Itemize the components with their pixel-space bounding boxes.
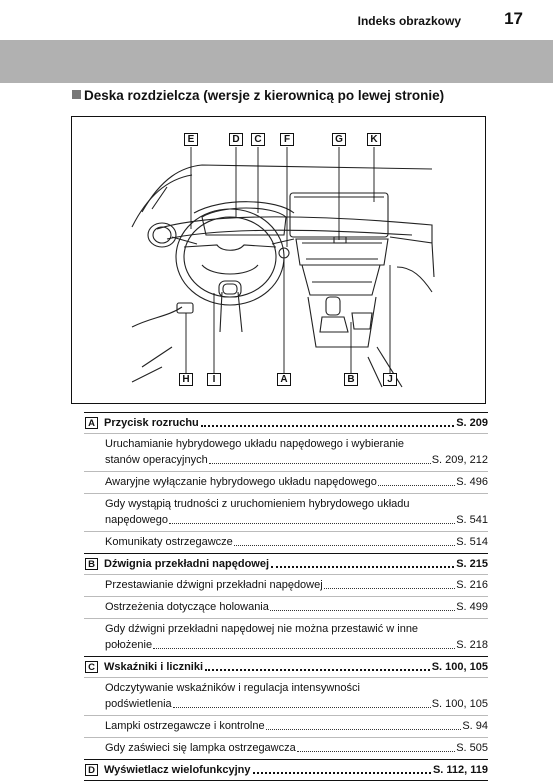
- sub-entry: Gdy wystąpią trudności z uruchomieniem h…: [84, 493, 488, 531]
- entry-page: S. 100, 105: [431, 661, 488, 673]
- entry-key: A: [85, 417, 98, 429]
- index-entries: A Przycisk rozruchu S. 209 Uruchamianie …: [84, 412, 488, 781]
- sub-entry: Odczytywanie wskaźników i regulacja inte…: [84, 677, 488, 715]
- callout-label-b: B: [344, 373, 358, 386]
- entry-page: S. 112, 119: [432, 764, 488, 776]
- sub-entry: Gdy dźwigni przekładni napędowej nie moż…: [84, 618, 488, 656]
- entry-page: S. 209: [456, 417, 488, 429]
- header-section-title: Indeks obrazkowy: [357, 14, 461, 28]
- section-heading-text: Deska rozdzielcza (wersje z kierownicą p…: [84, 88, 445, 103]
- dashboard-illustration: E D C F G K H I A B J: [71, 116, 486, 404]
- sub-entry: Przestawianie dźwigni przekładni napędow…: [84, 574, 488, 596]
- entry-title: Dźwignia przekładni napędowej: [104, 558, 270, 570]
- entry-title: Wyświetlacz wielofunkcyjny: [104, 764, 251, 776]
- entry-key: D: [85, 764, 98, 776]
- section-heading: Deska rozdzielcza (wersje z kierownicą p…: [72, 88, 444, 103]
- entry-key: B: [85, 558, 98, 570]
- entry-c: C Wskaźniki i liczniki S. 100, 105: [84, 656, 488, 677]
- callout-label-f: F: [280, 133, 294, 146]
- callout-label-k: K: [367, 133, 381, 146]
- callout-label-d: D: [229, 133, 243, 146]
- callout-label-i: I: [207, 373, 221, 386]
- entry-key: C: [85, 661, 98, 673]
- heading-square-icon: [72, 90, 81, 99]
- callout-label-h: H: [179, 373, 193, 386]
- callout-label-j: J: [383, 373, 397, 386]
- sub-entry: Uruchamianie hybrydowego układu napędowe…: [84, 433, 488, 471]
- entry-b: B Dźwignia przekładni napędowej S. 215: [84, 553, 488, 574]
- callout-label-c: C: [251, 133, 265, 146]
- entry-a: A Przycisk rozruchu S. 209: [84, 412, 488, 433]
- callout-label-g: G: [332, 133, 346, 146]
- entry-page: S. 215: [456, 558, 488, 570]
- callout-label-e: E: [184, 133, 198, 146]
- entry-title: Wskaźniki i liczniki: [104, 661, 204, 673]
- entry-title: Przycisk rozruchu: [104, 417, 199, 429]
- dashboard-drawing: [131, 147, 435, 388]
- callout-label-a: A: [277, 373, 291, 386]
- page-number: 17: [504, 9, 523, 28]
- sub-entry: Awaryjne wyłączanie hybrydowego układu n…: [84, 471, 488, 493]
- header-band: [0, 40, 553, 83]
